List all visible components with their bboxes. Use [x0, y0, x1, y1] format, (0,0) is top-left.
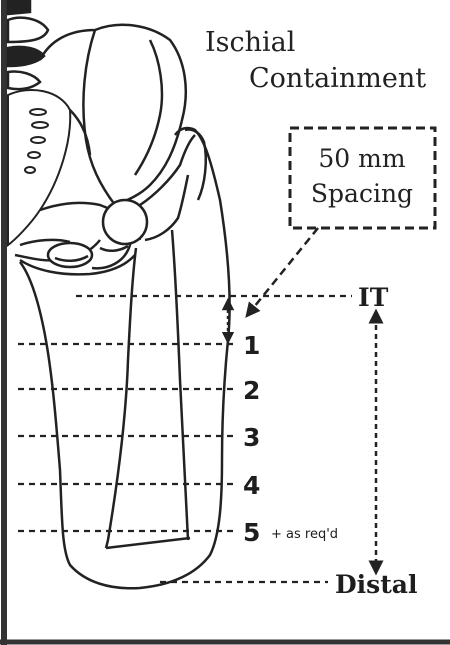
it-label: IT: [358, 283, 389, 312]
level-label-2: 2: [243, 376, 260, 405]
spacing-callout-box: [290, 128, 435, 228]
spacing-line-1: 50 mm: [318, 144, 405, 173]
level-label-1: 1: [243, 331, 260, 360]
level-label-4: 4: [243, 471, 260, 500]
spacing-callout-pointer: [250, 228, 318, 312]
sacrum: [8, 90, 70, 245]
femur-proximal: [103, 130, 206, 245]
level-note: + as req'd: [271, 527, 338, 542]
distal-label: Distal: [335, 570, 418, 599]
title-line-2: Containment: [249, 63, 426, 94]
level-label-3: 3: [243, 423, 260, 452]
spine: [8, 0, 48, 89]
spacing-line-2: Spacing: [311, 179, 413, 208]
title-line-1: Ischial: [205, 27, 295, 58]
level-label-5: 5: [243, 518, 260, 547]
